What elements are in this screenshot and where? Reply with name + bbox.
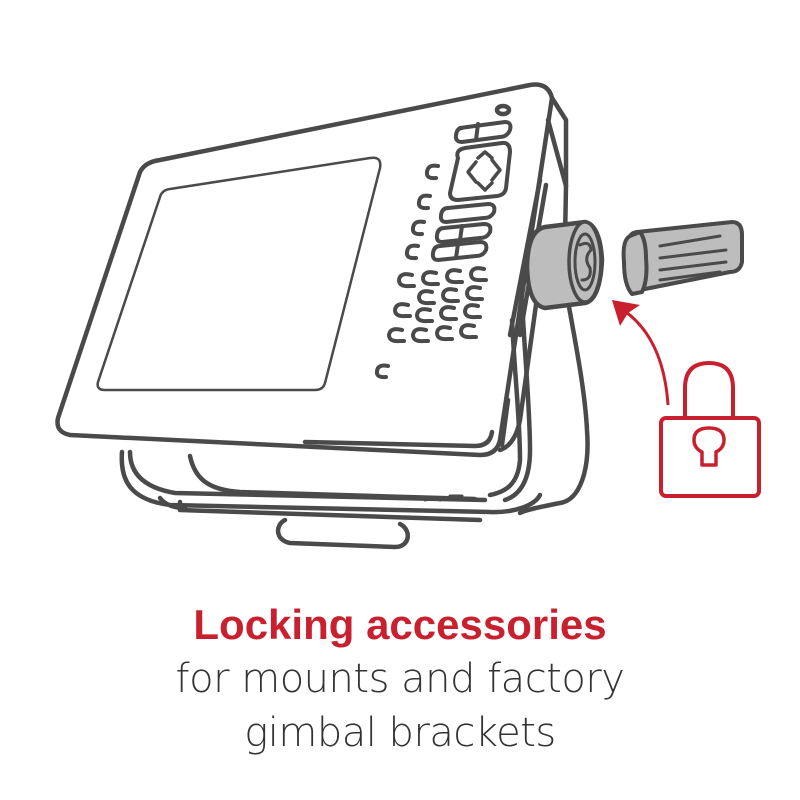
locking-knob: [524, 219, 605, 311]
curved-arrow-icon: [612, 300, 670, 406]
locking-pin: [621, 220, 744, 296]
chartplotter-device: [55, 82, 569, 458]
padlock-icon: [659, 361, 761, 498]
device-keypad: [374, 120, 513, 380]
caption: Locking accessories for mounts and facto…: [0, 598, 800, 760]
display-screen: [96, 156, 382, 392]
headline: Locking accessories: [193, 601, 607, 648]
subline-2: gimbal brackets: [244, 710, 556, 756]
mount-base: [119, 449, 543, 550]
subline-1: for mounts and factory: [175, 656, 625, 702]
